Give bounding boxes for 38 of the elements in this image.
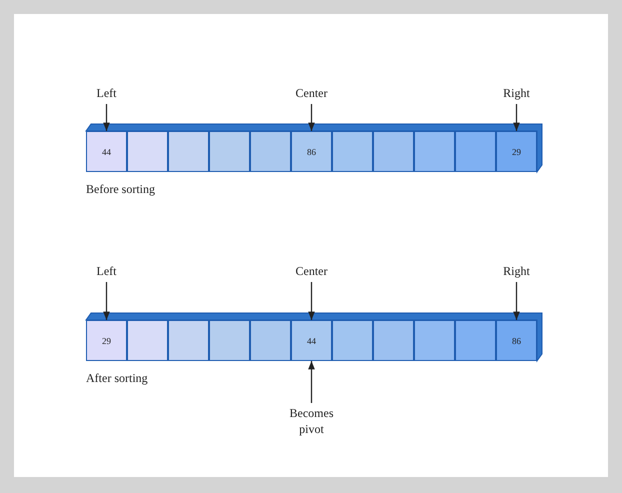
array-cell: 86 [496,320,537,361]
array-cell [414,320,455,361]
array-cell [250,131,291,172]
array-cell [209,320,250,361]
pointer-label: Right [486,86,546,101]
array-cell [127,320,168,361]
array-cell [373,320,414,361]
pointer-label: Right [486,264,546,279]
array-cell [250,320,291,361]
caption-text: After sorting [86,371,148,386]
pointer-label: Center [282,86,342,101]
arrow [308,361,315,403]
array-cell [168,131,209,172]
caption-text: Before sorting [86,182,155,197]
array-cell [127,131,168,172]
arrow [513,104,520,131]
array-cell: 29 [86,320,127,361]
pointer-label: Left [76,264,136,279]
arrow [103,104,110,131]
array-cell [414,131,455,172]
note-text: Becomes pivot [282,405,342,437]
arrow [308,282,315,320]
array-cell: 44 [291,320,332,361]
array-cell: 29 [496,131,537,172]
arrow [308,104,315,131]
array-cell [332,131,373,172]
arrow [103,282,110,320]
array-cell [332,320,373,361]
array-cell [209,131,250,172]
pointer-label: Center [282,264,342,279]
array-cell [455,320,496,361]
array-cell: 86 [291,131,332,172]
pointer-label: Left [76,86,136,101]
array-cell [373,131,414,172]
array-cell [168,320,209,361]
arrow [513,282,520,320]
array-cell [455,131,496,172]
array-cell: 44 [86,131,127,172]
